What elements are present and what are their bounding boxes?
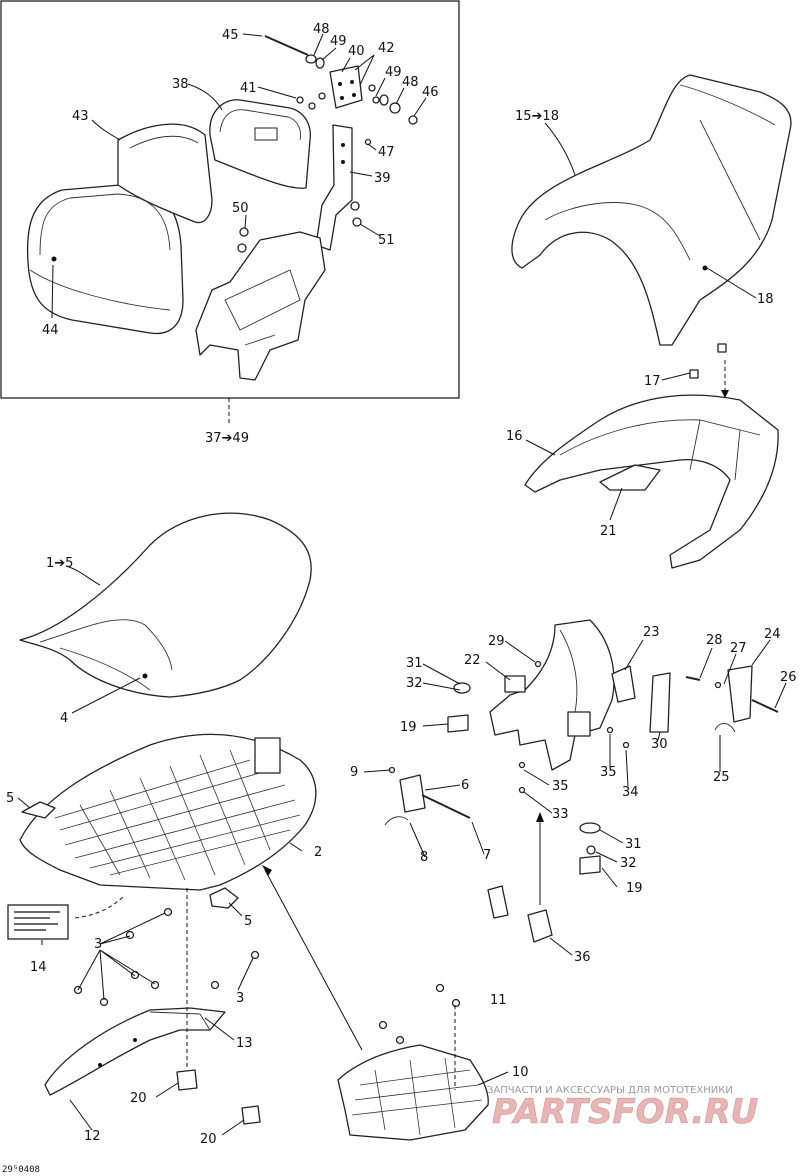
pads-36	[487, 885, 553, 943]
callout-35: 35	[600, 765, 617, 780]
seat-bracket-22-23	[489, 619, 615, 771]
callout-15-18: 15➔18	[515, 109, 559, 124]
callout-31: 31	[406, 656, 423, 671]
callout-24: 24	[764, 627, 781, 642]
heat-shield-12-13	[44, 1007, 226, 1096]
callout-27: 27	[730, 641, 747, 656]
callout-48: 48	[402, 75, 419, 90]
seat-base-2	[19, 733, 317, 891]
watermark-brand: PARTSFOR.RU	[492, 1092, 758, 1132]
callout-5: 5	[244, 914, 252, 929]
callout-14: 14	[30, 960, 47, 975]
passenger-seat-15-18	[511, 74, 792, 346]
callout-9: 9	[350, 765, 358, 780]
callout-51: 51	[378, 233, 395, 248]
backrest-base-frame	[195, 231, 326, 381]
callout-50: 50	[232, 201, 249, 216]
callout-6: 6	[461, 778, 469, 793]
fasteners-3	[73, 907, 260, 1007]
callout-47: 47	[378, 145, 395, 160]
callout-7: 7	[483, 848, 491, 863]
callout-41: 41	[240, 81, 257, 96]
callout-38: 38	[172, 77, 189, 92]
latch-24-30	[611, 665, 753, 733]
callout-49: 49	[385, 65, 402, 80]
callout-16: 16	[506, 429, 523, 444]
callout-17: 17	[644, 374, 661, 389]
leader-lines	[17, 33, 787, 1136]
callout-37-49: 37➔49	[205, 431, 249, 446]
callout-4: 4	[60, 711, 68, 726]
callout-3: 3	[94, 937, 102, 952]
callout-34: 34	[622, 785, 639, 800]
callout-20: 20	[130, 1091, 147, 1106]
callout-42: 42	[378, 41, 395, 56]
callout-35: 35	[552, 779, 569, 794]
callout-20: 20	[200, 1132, 217, 1147]
hardware-bolts	[237, 35, 418, 253]
support-bracket-39	[315, 124, 353, 251]
callout-36: 36	[574, 950, 591, 965]
nuts-11	[378, 983, 461, 1045]
callout-18: 18	[757, 292, 774, 307]
hinge-6-7-8	[384, 774, 471, 826]
callout-11: 11	[490, 993, 507, 1008]
callout-25: 25	[713, 770, 730, 785]
callout-1-5: 1➔5	[46, 556, 73, 571]
callout-8: 8	[420, 850, 428, 865]
callout-44: 44	[42, 323, 59, 338]
spring-25	[714, 723, 736, 733]
callout-10: 10	[512, 1065, 529, 1080]
callout-3: 3	[236, 991, 244, 1006]
callout-45: 45	[222, 28, 239, 43]
callout-23: 23	[643, 625, 660, 640]
callout-19: 19	[626, 881, 643, 896]
callout-32: 32	[406, 676, 423, 691]
callout-30: 30	[651, 737, 668, 752]
callout-46: 46	[422, 85, 439, 100]
callout-31: 31	[625, 837, 642, 852]
drawing-code: 29ᴳ0408	[2, 1165, 40, 1175]
seat-base-16	[524, 394, 779, 569]
callout-2: 2	[314, 845, 322, 860]
callout-48: 48	[313, 22, 330, 37]
callout-19: 19	[400, 720, 417, 735]
seat-cover-1-5	[19, 512, 312, 698]
pad-21	[599, 464, 661, 491]
mount-plate-40	[329, 65, 363, 109]
callout-29: 29	[488, 634, 505, 649]
backrest-cushion-44	[26, 184, 184, 335]
backrest-panel-43	[117, 123, 213, 224]
callout-12: 12	[84, 1129, 101, 1144]
callout-13: 13	[236, 1036, 253, 1051]
callout-43: 43	[72, 109, 89, 124]
callout-22: 22	[464, 653, 481, 668]
callout-40: 40	[348, 44, 365, 59]
callout-32: 32	[620, 856, 637, 871]
callout-33: 33	[552, 807, 569, 822]
callout-5: 5	[6, 791, 14, 806]
callout-39: 39	[374, 171, 391, 186]
grommets-20	[176, 1069, 261, 1125]
callout-28: 28	[706, 633, 723, 648]
warning-label-14	[7, 904, 69, 940]
callout-21: 21	[600, 524, 617, 539]
clips-17	[689, 343, 727, 379]
backrest-frame-38	[209, 99, 311, 189]
bumper-5	[21, 801, 239, 909]
bracket-hardware	[388, 660, 779, 875]
callout-49: 49	[330, 34, 347, 49]
backrest-kit-frame	[0, 0, 460, 399]
callout-26: 26	[780, 670, 797, 685]
callout-labels: 45 48 49 40 42 41 49 48 46 38 43 47 39 5…	[6, 22, 797, 1147]
watermark-tagline: ЗАПЧАСТИ И АКСЕССУАРЫ ДЛЯ МОТОТЕХНИКИ	[487, 1085, 733, 1096]
skid-plate-10	[337, 1044, 489, 1141]
